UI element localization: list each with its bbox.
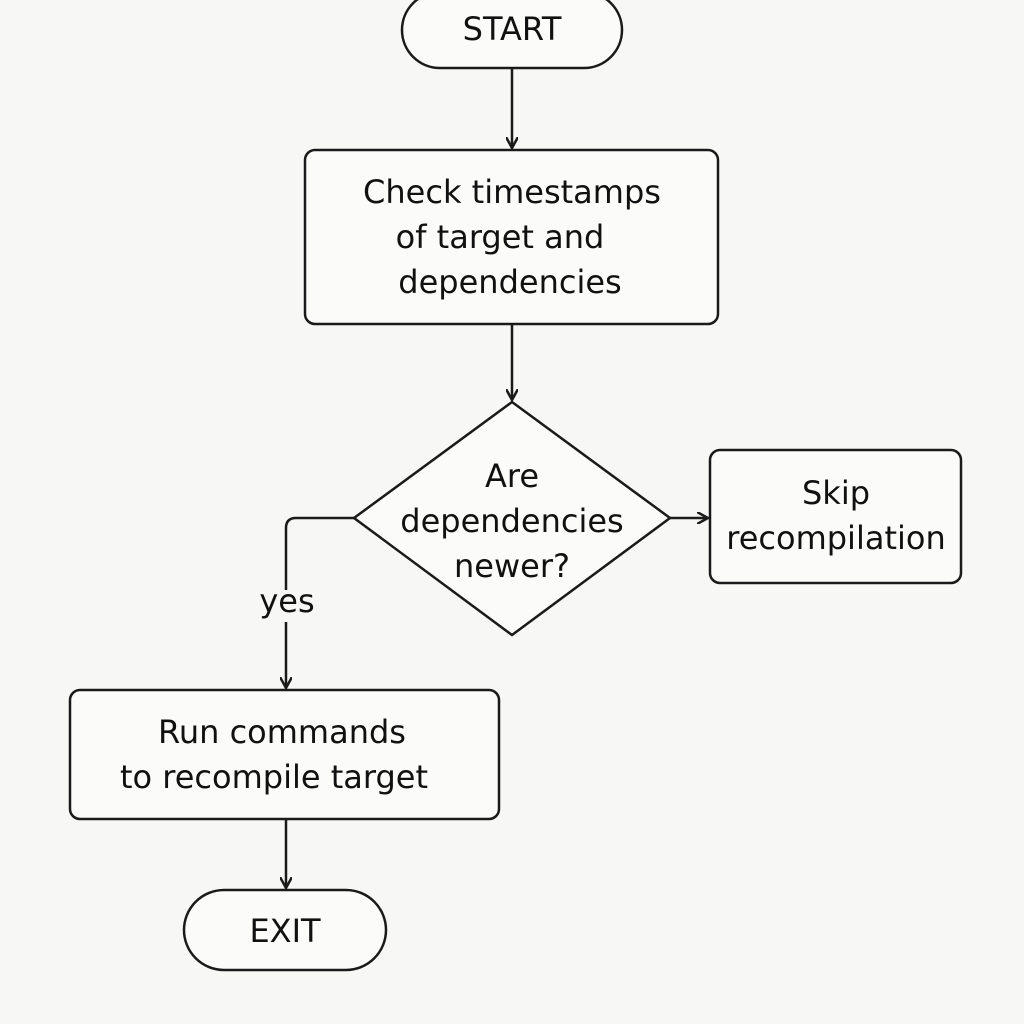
check-timestamps-node: Check timestamps of target and dependenc… bbox=[303, 148, 720, 326]
start-node: START bbox=[400, 0, 624, 70]
check-timestamps-label-line-2: of target and bbox=[396, 218, 605, 256]
run-label-line-1: Run commands bbox=[158, 713, 406, 751]
decision-label-line-1: Are bbox=[485, 457, 539, 495]
arrow-decision-to-run bbox=[286, 516, 354, 687]
decision-node: Are dependencies newer? bbox=[351, 400, 673, 637]
check-timestamps-label-line-3: dependencies bbox=[398, 263, 621, 301]
run-label-line-2: to recompile target bbox=[120, 758, 428, 796]
exit-label: EXIT bbox=[249, 912, 321, 950]
skip-label-line-1: Skip bbox=[802, 474, 870, 512]
run-commands-node: Run commands to recompile target bbox=[68, 688, 501, 821]
check-timestamps-label-line-1: Check timestamps bbox=[363, 173, 661, 211]
edge-label-yes: yes bbox=[259, 582, 314, 620]
decision-label-line-2: dependencies bbox=[400, 502, 623, 540]
skip-label-line-2: recompilation bbox=[726, 519, 945, 557]
start-label: START bbox=[463, 10, 562, 48]
exit-node: EXIT bbox=[182, 888, 388, 972]
skip-recompilation-node: Skip recompilation bbox=[708, 448, 963, 585]
decision-label-line-3: newer? bbox=[454, 547, 570, 585]
